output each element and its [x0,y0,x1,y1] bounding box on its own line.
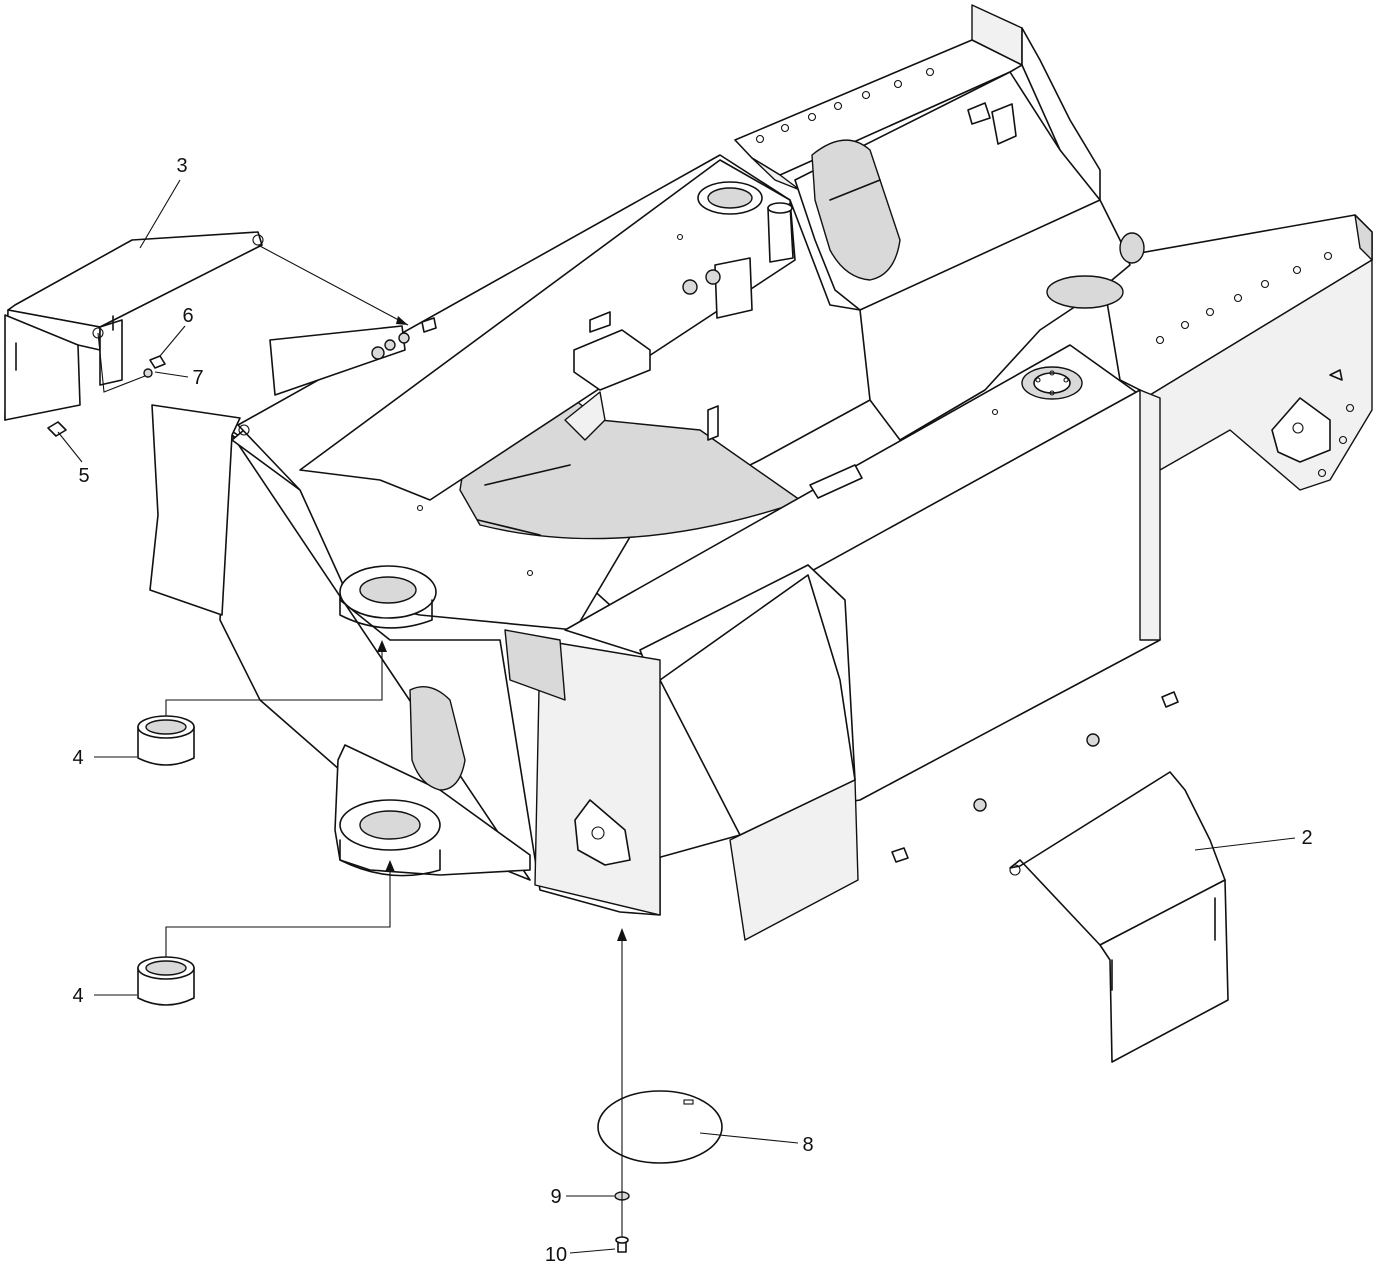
callout-10: 10 [545,1244,567,1266]
callout-4-lower: 4 [72,985,83,1007]
part-10-bolt [615,1236,629,1253]
front-frame [149,154,1161,941]
callout-5: 5 [78,465,89,487]
rear-frame [734,4,1373,491]
callouts: 3 6 7 5 4 4 2 8 9 10 [72,155,1312,1266]
assembly-lines [97,244,627,1237]
callout-2: 2 [1301,827,1312,849]
part-3-cover-plate [4,231,264,421]
part-2-cover-plate [1009,771,1229,1063]
part-3-hardware [47,317,437,437]
callout-4-upper: 4 [72,747,83,769]
callout-3: 3 [176,155,187,177]
callout-6: 6 [182,305,193,327]
part-4-bushing-lower [137,956,195,1006]
callout-9: 9 [550,1186,561,1208]
callout-leaders [57,179,1296,1254]
callout-8: 8 [802,1134,813,1156]
callout-7: 7 [192,367,203,389]
part-4-bushing-upper [137,715,195,766]
part-8-cover-disc [597,1090,723,1164]
part-2-hardware [891,691,1179,863]
